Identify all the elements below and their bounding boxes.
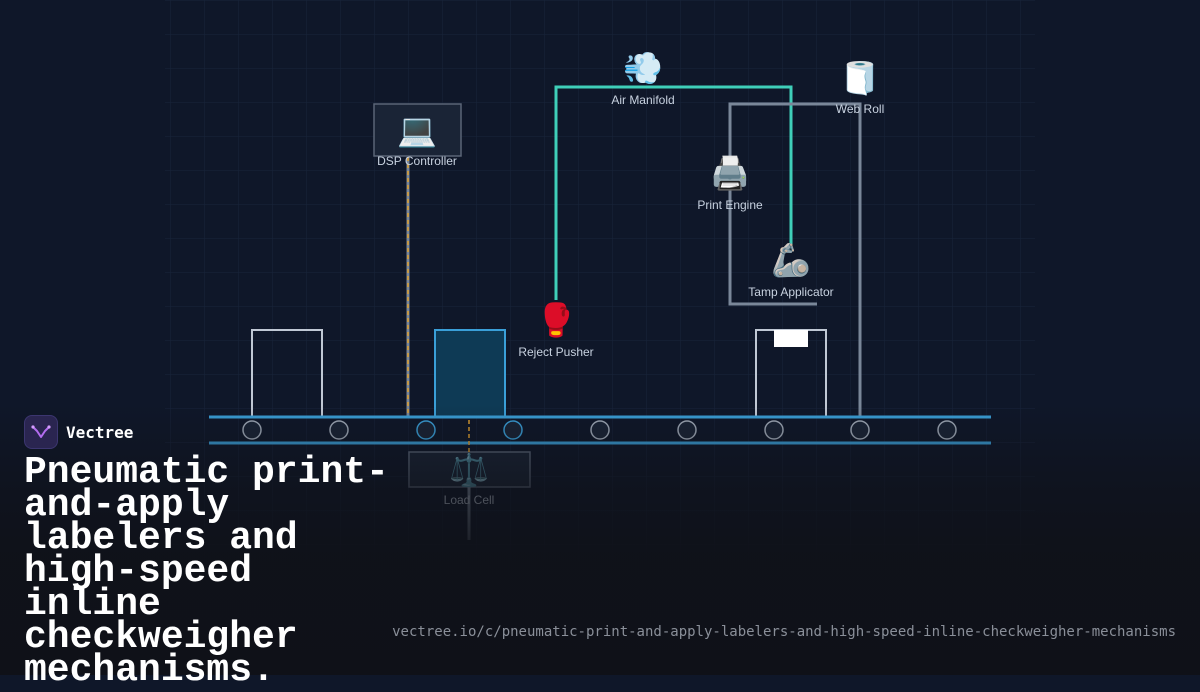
label-patch: [774, 330, 808, 347]
conveyor-roller: [764, 420, 784, 440]
boxing-glove-icon: 🥊: [536, 301, 576, 339]
package-weighing: [434, 329, 506, 418]
conveyor-roller: [590, 420, 610, 440]
conveyor-roller: [329, 420, 349, 440]
conveyor-roller: [242, 420, 262, 440]
load-cell-label: Load Cell: [444, 493, 495, 507]
brand: Vectree: [24, 415, 133, 449]
tamp-applicator-label: Tamp Applicator: [748, 285, 833, 299]
wind-face-icon: 💨: [623, 49, 663, 87]
conveyor-roller: [677, 420, 697, 440]
print-engine-label: Print Engine: [697, 198, 763, 212]
roll-of-paper-icon: 🧻: [840, 59, 880, 97]
web-roll-label: Web Roll: [836, 102, 884, 116]
printer-icon: 🖨️: [710, 154, 750, 192]
conveyor-roller: [416, 420, 436, 440]
conveyor-roller: [503, 420, 523, 440]
dsp-controller-label: DSP Controller: [377, 154, 457, 168]
conveyor-roller: [937, 420, 957, 440]
reject-pusher-label: Reject Pusher: [518, 345, 593, 359]
conveyor-roller: [850, 420, 870, 440]
balance-scale-icon: ⚖️: [449, 451, 489, 489]
mechanical-arm-icon: 🦾: [771, 241, 811, 279]
vectree-logo-icon: [24, 415, 58, 449]
brand-name: Vectree: [66, 422, 134, 442]
laptop-icon: 💻: [397, 111, 437, 149]
page-title: Pneumatic print-and-apply labelers and h…: [24, 451, 389, 692]
air-manifold-label: Air Manifold: [611, 93, 674, 107]
page-url[interactable]: vectree.io/c/pneumatic-print-and-apply-l…: [392, 624, 1176, 640]
